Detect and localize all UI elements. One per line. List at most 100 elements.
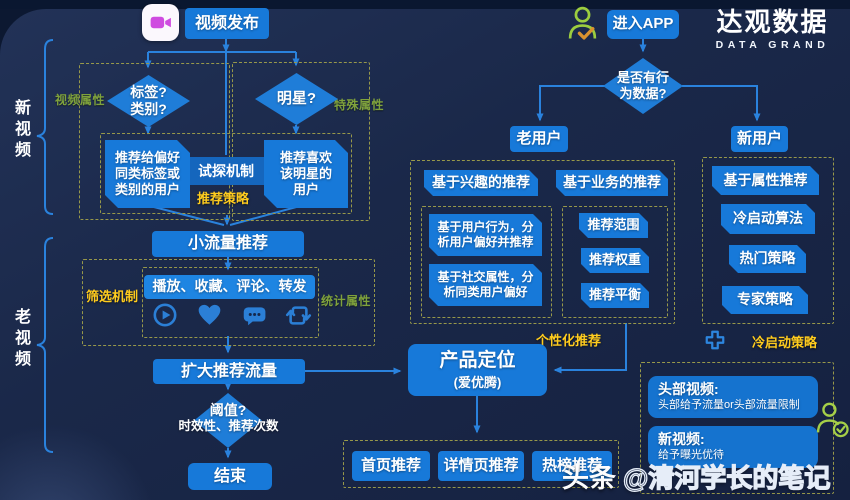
new-video-brace: [36, 39, 54, 215]
node-engagement: 播放、收藏、评论、转发: [144, 275, 315, 299]
node-enter-app: 进入APP: [607, 10, 679, 39]
watermark-handle: @清河学长的笔记: [622, 462, 831, 493]
label-cold-start: 冷启动策略: [752, 335, 818, 350]
zone-stat-attr: [142, 267, 319, 338]
decision-threshold-text: 阈值?: [194, 401, 262, 419]
rec-preference-line2: 同类标签或: [114, 165, 180, 181]
video-publish-badge: [142, 4, 179, 41]
rec-star-line1: 推荐喜欢: [279, 149, 332, 165]
node-new-video-policy: 新视频: 给予曝光优待: [648, 426, 818, 468]
repost-icon: [285, 305, 312, 325]
app-user-badge: [566, 5, 599, 43]
decision-tag-line1: 标签?: [130, 84, 167, 101]
product-subtitle: (爱优腾): [453, 374, 502, 390]
engagement-icons: [152, 301, 312, 329]
comment-icon: [244, 307, 266, 326]
behavior-line1: 是否有行: [616, 70, 669, 86]
wire-personalized-to-product: [553, 323, 627, 374]
label-video-attr: 视频属性: [55, 93, 106, 107]
node-video-publish: 视频发布: [185, 8, 269, 39]
head-video-title: 头部视频:: [658, 381, 719, 398]
threshold-question: 阈值?: [209, 401, 247, 418]
threshold-note: 时效性、推荐次数: [166, 419, 291, 434]
node-expert-strategy: 专家策略: [722, 286, 808, 314]
rec-star-line3: 用户: [292, 182, 319, 198]
group-label-new-video: 新视频: [12, 99, 29, 162]
zone-interest-detail: [421, 206, 552, 318]
quality-badge: [815, 399, 850, 439]
zone-special-attr: [232, 62, 370, 221]
behavior-line2: 为数据?: [619, 86, 667, 101]
node-rec-balance: 推荐平衡: [581, 283, 649, 308]
node-rec-scope: 推荐范围: [579, 213, 648, 238]
new-video-title: 新视频:: [658, 431, 705, 448]
label-personalized: 个性化推荐: [536, 333, 602, 348]
node-new-user: 新用户: [731, 126, 788, 152]
node-small-flow: 小流量推荐: [152, 231, 304, 257]
node-rec-preference: 推荐给偏好 同类标签或 类别的用户: [105, 140, 190, 208]
watermark: 头条 @清河学长的笔记: [562, 456, 831, 495]
top-strip: [0, 0, 850, 9]
new-video-desc: 给予曝光优待: [658, 448, 724, 461]
user-behavior-line1: 基于用户行为，分: [437, 220, 534, 234]
wire-diag-right: [229, 205, 301, 226]
zone-business-detail: [562, 206, 668, 318]
decision-behavior-text: 是否有行 为数据?: [603, 58, 683, 114]
label-special-attr: 特殊属性: [334, 98, 385, 112]
node-business-rec: 基于业务的推荐: [556, 170, 668, 196]
node-interest-rec: 基于兴趣的推荐: [424, 170, 538, 196]
watermark-platform: 头条: [562, 463, 616, 493]
label-stat-attr: 统计属性: [321, 294, 372, 308]
node-social-attr: 基于社交属性，分 析同类用户偏好: [429, 264, 542, 306]
node-home-rec: 首页推荐: [352, 451, 430, 481]
decision-star-line: 明星?: [276, 90, 317, 107]
probe-band: 试探机制: [180, 157, 272, 185]
node-user-behavior: 基于用户行为，分 析用户偏好并推荐: [429, 214, 542, 256]
node-rec-weight: 推荐权重: [581, 248, 649, 273]
rec-preference-line3: 类别的用户: [114, 182, 180, 198]
brand-logo: 达观数据 DATA GRAND: [700, 9, 845, 51]
heart-icon: [198, 304, 220, 325]
rec-star-line2: 该明星的: [279, 165, 332, 181]
zone-personalized: [410, 160, 675, 324]
label-rec-strategy: 推荐策略: [197, 191, 250, 206]
zone-rec-strategy: [100, 133, 352, 214]
decision-star-text: 明星?: [255, 73, 338, 125]
zone-outputs: [343, 440, 619, 488]
node-product-positioning: 产品定位 (爱优腾): [408, 344, 547, 396]
node-cold-algo: 冷启动算法: [721, 204, 815, 234]
cold-start-badge: [704, 329, 726, 351]
social-line2: 析同类用户偏好: [443, 285, 528, 299]
wire-to-old-user: [536, 85, 605, 122]
social-line1: 基于社交属性，分: [437, 270, 534, 284]
zone-cold-start: [702, 157, 834, 324]
node-end: 结束: [188, 463, 272, 490]
decision-tag-text: 标签? 类别?: [107, 75, 190, 127]
wire-to-new-user: [682, 85, 761, 122]
label-filter-mechanism: 筛选机制: [86, 289, 139, 304]
product-title: 产品定位: [439, 350, 516, 371]
rec-preference-line1: 推荐给偏好: [114, 149, 180, 165]
video-camera-icon: [150, 16, 171, 29]
node-detail-rec: 详情页推荐: [438, 451, 524, 481]
node-rec-star-fans: 推荐喜欢 该明星的 用户: [264, 140, 348, 208]
zone-video-attr: [79, 63, 230, 220]
brand-subtitle: DATA GRAND: [715, 39, 830, 51]
decision-tag-line2: 类别?: [130, 101, 167, 117]
node-old-user: 老用户: [510, 126, 568, 152]
probe-mechanism-text: 试探机制: [198, 163, 254, 179]
node-attr-rec: 基于属性推荐: [712, 166, 819, 195]
zone-filter-mechanism: [82, 259, 375, 346]
user-check-icon: [568, 6, 597, 40]
play-icon: [153, 303, 177, 327]
plus-cross-icon: [705, 330, 725, 350]
user-behavior-line2: 析用户偏好并推荐: [437, 235, 534, 249]
brand-name: 达观数据: [716, 7, 829, 37]
head-video-desc: 头部给予流量or头部流量限制: [658, 398, 800, 411]
old-video-brace: [36, 237, 54, 453]
wire-diag-left: [149, 205, 225, 226]
node-hotlist-rec: 热榜推荐: [532, 451, 612, 481]
node-hot-strategy: 热门策略: [729, 245, 806, 273]
node-expand-flow: 扩大推荐流量: [153, 359, 305, 384]
